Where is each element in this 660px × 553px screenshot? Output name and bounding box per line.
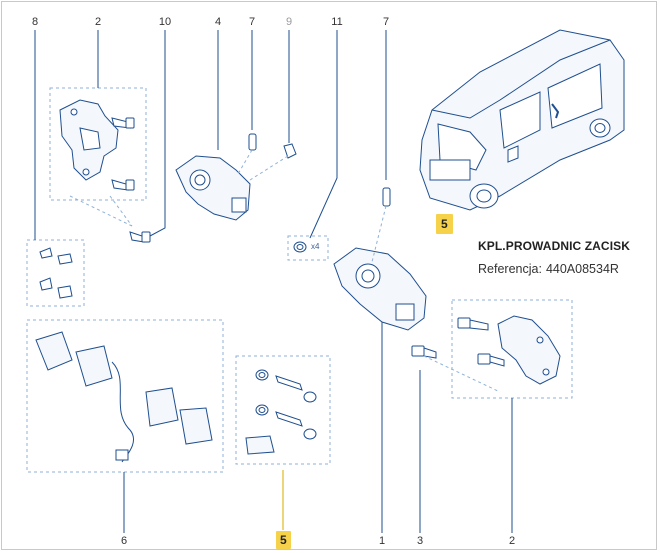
- caliper-bracket-right-part: [497, 315, 561, 385]
- callout-2-bottom: 2: [508, 535, 516, 547]
- bolt-part-3: [411, 345, 437, 359]
- group-box-guide-kit: [235, 355, 331, 465]
- wear-sensor-wire: [111, 361, 135, 463]
- callout-9: 9: [285, 16, 293, 28]
- callout-6: 6: [120, 535, 128, 547]
- selected-part-badge[interactable]: 5: [436, 214, 453, 234]
- bracket-bolts: [111, 117, 151, 243]
- group-box-clips: [26, 239, 85, 307]
- guide-pin-kit-part: [245, 369, 317, 455]
- bleed-screw-main: [382, 187, 391, 207]
- clips-part: [39, 247, 73, 299]
- callout-10: 10: [158, 16, 172, 28]
- group-box-brake-pads: [26, 319, 224, 473]
- group-box-caps: [287, 235, 329, 261]
- quantity-label: x4: [311, 242, 320, 251]
- cap-small-part: [283, 143, 297, 159]
- callout-2-top: 2: [94, 16, 102, 28]
- brake-pads-part: [35, 331, 213, 445]
- callout-5-bottom-badge[interactable]: 5: [276, 531, 291, 549]
- callout-1: 1: [378, 535, 386, 547]
- callout-11: 11: [331, 16, 343, 28]
- bracket-bolts-right: [457, 317, 505, 367]
- callout-7-left: 7: [248, 16, 256, 28]
- callout-8: 8: [31, 16, 39, 28]
- callout-3: 3: [416, 535, 424, 547]
- callout-7-right: 7: [382, 16, 390, 28]
- caps-part: [293, 241, 307, 253]
- van-illustration: [419, 29, 625, 211]
- reference-value: 440A08534R: [545, 262, 619, 276]
- brake-caliper-top-part: [175, 155, 251, 221]
- brake-caliper-main-part: [333, 247, 427, 331]
- bleed-screw-top: [248, 133, 257, 151]
- callout-4: 4: [214, 16, 222, 28]
- part-name: KPL.PROWADNIC ZACISK: [478, 239, 630, 253]
- reference-label: Referencja:: [478, 262, 542, 276]
- caliper-bracket-part: [59, 99, 119, 181]
- part-reference: Referencja:440A08534R: [478, 262, 623, 276]
